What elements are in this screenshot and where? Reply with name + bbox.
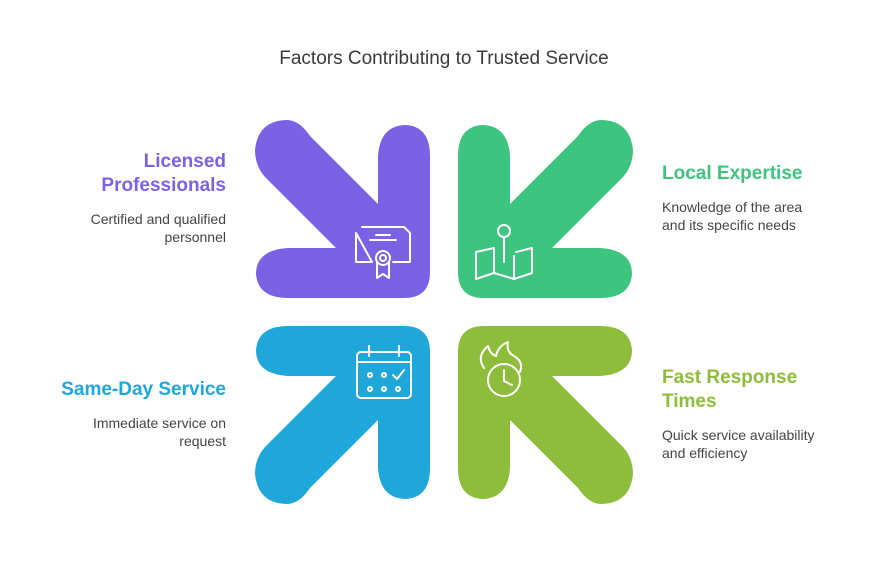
label-same-day-service: Same-Day Service <box>61 378 226 402</box>
desc-line: and its specific needs <box>662 217 796 233</box>
label-local-expertise: Local Expertise <box>662 162 802 186</box>
certificate-icon <box>355 226 411 279</box>
label-line: Professionals <box>101 175 226 196</box>
arrow-licensed-professionals <box>255 120 430 298</box>
desc-line: personnel <box>164 229 227 245</box>
label-line: Same-Day Service <box>61 379 226 400</box>
arrow-shape-green <box>458 120 633 298</box>
desc-licensed-professionals: Certified and qualified personnel <box>91 210 226 246</box>
arrow-local-expertise <box>458 120 633 298</box>
arrow-shape-blue <box>255 326 430 504</box>
arrow-shape-purple <box>255 120 430 298</box>
desc-same-day-service: Immediate service on request <box>93 414 226 450</box>
desc-line: Certified and qualified <box>90 211 226 227</box>
diagram-title: Factors Contributing to Trusted Service <box>279 48 609 69</box>
fast-clock-icon <box>479 341 523 397</box>
desc-line: Immediate service on <box>92 415 226 431</box>
desc-fast-response-times: Quick service availability and efficienc… <box>662 426 815 462</box>
desc-line: and efficiency <box>662 445 748 461</box>
calendar-check-icon <box>356 345 412 399</box>
label-line: Times <box>662 391 717 412</box>
arrow-shape-olive <box>458 326 633 504</box>
label-line: Fast Response <box>662 367 798 388</box>
desc-line: Knowledge of the area <box>662 199 803 215</box>
arrow-fast-response <box>458 326 633 504</box>
label-line: Local Expertise <box>662 163 803 184</box>
desc-line: Quick service availability <box>662 427 815 443</box>
map-pin-icon <box>475 224 533 280</box>
desc-line: request <box>179 433 226 449</box>
arrow-same-day-service <box>255 326 430 504</box>
label-licensed-professionals: Licensed Professionals <box>101 150 226 198</box>
label-fast-response-times: Fast Response Times <box>662 366 797 414</box>
label-line: Licensed <box>143 151 226 172</box>
desc-local-expertise: Knowledge of the area and its specific n… <box>662 198 802 234</box>
